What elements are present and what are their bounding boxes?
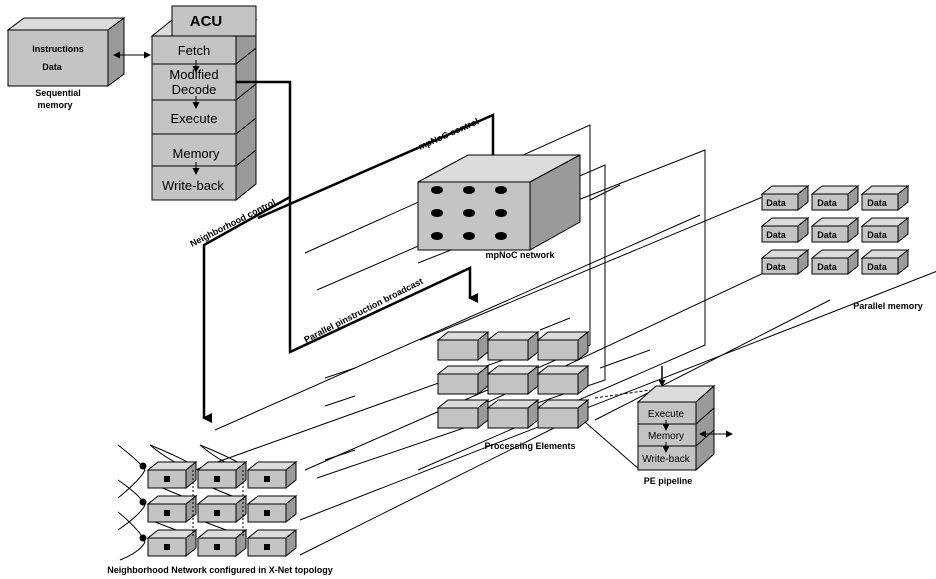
parallel-broadcast-label: Parallel pinstruction broadcast [302,276,424,345]
acu-stage-decode-line1: Modified [169,67,218,82]
pe-pipeline-execute: Execute [648,409,685,420]
processing-elements-grid: Processing Elements [436,330,590,451]
acu-stack: ACU Fetch Modified Decode Execute Memory… [150,5,258,202]
xnet-node [246,460,298,490]
xnet-node [146,460,198,490]
xnet-node [246,494,298,524]
pe-cell [486,330,540,362]
mpnoc-network-cube: mpNoC network [417,154,581,260]
xnet-node [146,528,198,558]
acu-stage-writeback: Write-back [162,178,224,193]
pe-cell [536,398,590,430]
pe-pipeline-memory: Memory [648,431,684,442]
pe-pipeline-writeback: Write-back [642,454,691,465]
memory-cell-label: Data [867,230,888,240]
sequential-memory-line1: Instructions [32,44,84,54]
memory-cell-label: Data [867,198,888,208]
memory-cell-label: Data [867,262,888,272]
sequential-memory-line2: Data [42,62,63,72]
acu-stage-decode-line2: Decode [172,82,217,97]
pe-cell [486,398,540,430]
neighborhood-network-label: Neighborhood Network configured in X-Net… [107,565,333,575]
sequential-memory-caption-line1: Sequential [35,88,81,98]
pe-cell [486,364,540,396]
acu-stage-memory: Memory [173,146,220,161]
processing-elements-label: Processing Elements [484,441,575,451]
mpnoc-control-line [257,113,501,220]
mpnoc-network-label: mpNoC network [485,250,555,260]
memory-cell: Data [810,216,860,244]
memory-cell-label: Data [766,198,787,208]
memory-cell: Data [860,184,910,212]
mpnoc-control-label: mpNoC control [417,116,480,152]
xnet-node [196,460,248,490]
memory-cell: Data [760,248,810,276]
memory-cell: Data [810,184,860,212]
acu-title: ACU [190,13,223,30]
memory-cell: Data [760,184,810,212]
pe-cell [536,364,590,396]
memory-cell-label: Data [766,230,787,240]
sequential-memory-caption-line2: memory [37,100,72,110]
xnet-node [246,528,298,558]
acu-stage-execute: Execute [171,111,218,126]
pe-cell [436,398,490,430]
control-lines [202,80,501,423]
parallel-memory-label: Parallel memory [853,301,923,311]
xnet-node [196,494,248,524]
parallel-memory-grid: Data Data Data Data Data [760,184,923,311]
pe-cell [436,330,490,362]
memory-cell: Data [860,248,910,276]
broadcast-control-line [236,80,478,354]
pe-cell [436,364,490,396]
memory-cell: Data [860,216,910,244]
memory-cell-label: Data [817,262,838,272]
memory-cell-label: Data [817,198,838,208]
mpnoc-node-dots [431,186,507,240]
xnet-network: Neighborhood Network configured in X-Net… [107,444,333,575]
pe-pipeline: Execute Memory Write-back PE pipeline [636,366,733,486]
pe-cell [536,330,590,362]
memory-cell: Data [760,216,810,244]
memory-cell-label: Data [766,262,787,272]
memory-cell-label: Data [817,230,838,240]
xnet-node [146,494,198,524]
xnet-node [196,528,248,558]
pe-pipeline-label: PE pipeline [644,476,693,486]
neighborhood-control-line [202,195,291,423]
neighborhood-control-label: Neighborhood control [188,197,277,249]
memory-cell: Data [810,248,860,276]
sequential-memory-block: Instructions Data Sequential memory [6,17,126,110]
acu-stage-fetch: Fetch [178,43,211,58]
